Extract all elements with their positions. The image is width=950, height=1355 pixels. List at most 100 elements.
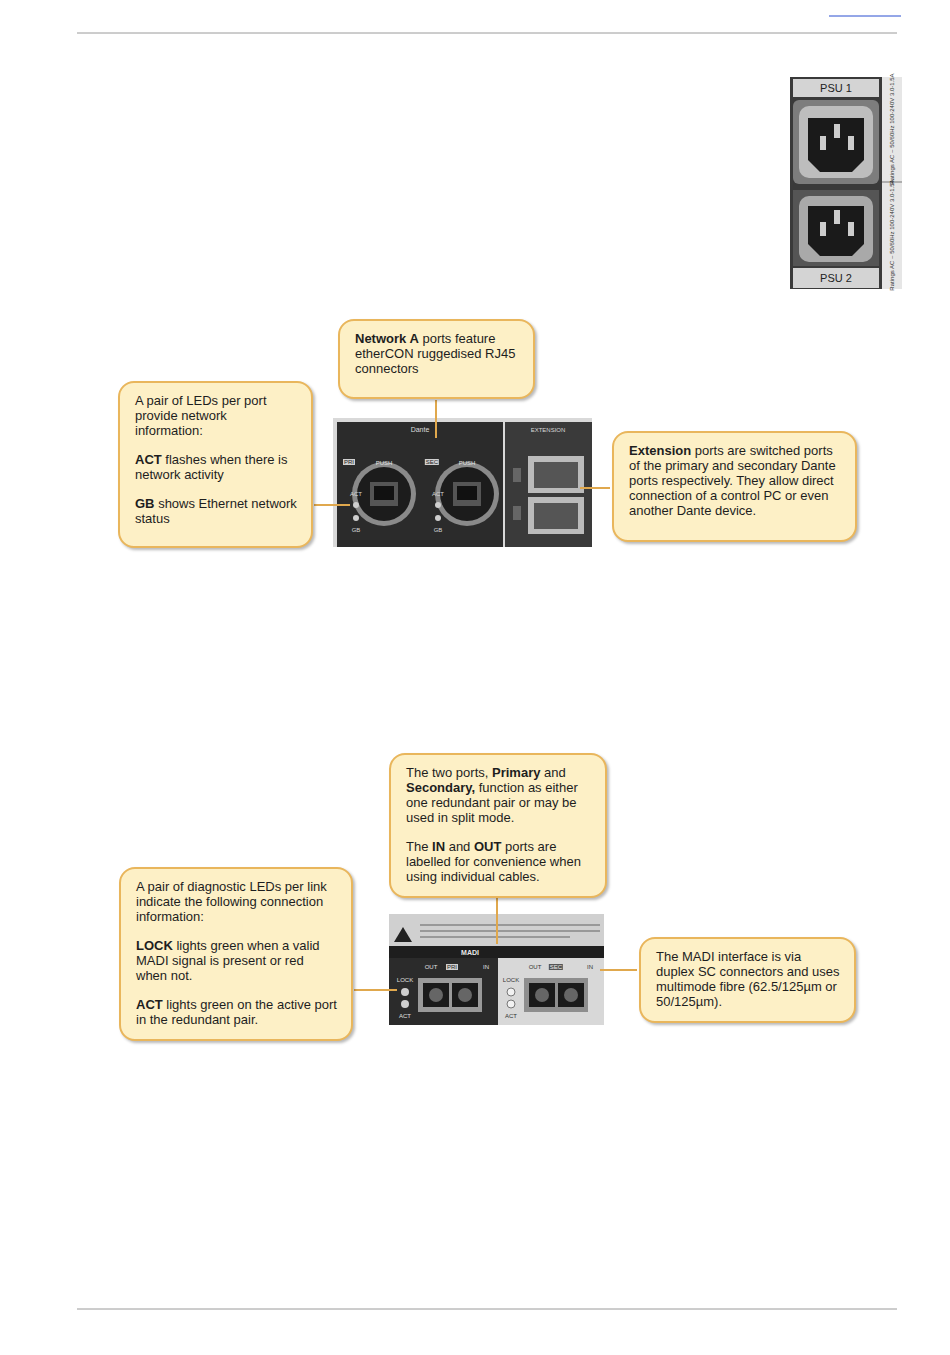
callout-box: Extension ports are switched ports of th… [612, 431, 857, 542]
panel-label: SEC [425, 459, 439, 465]
artwork-part [314, 504, 350, 506]
panel-label: LOCK [397, 977, 413, 983]
artwork-part [829, 16, 901, 17]
artwork-part [534, 462, 578, 488]
callout-keyword: Primary [492, 765, 540, 780]
callout-keyword: IN [432, 839, 445, 854]
rating-label: Ratings AC ~ 50/60Hz 100-240V 3.0-1.5A [889, 73, 895, 184]
artwork-part [77, 33, 897, 34]
panel-label: SEC [549, 964, 563, 970]
callout-box: A pair of LEDs per port provide network … [118, 381, 313, 548]
artwork-part [389, 958, 498, 1025]
artwork-part [458, 988, 472, 1002]
artwork-part [820, 136, 826, 150]
artwork-part [435, 515, 441, 521]
callout-text: A pair of LEDs per port provide network … [135, 393, 267, 438]
callout-paragraph: GB shows Ethernet network status [135, 496, 297, 526]
artwork-part [505, 422, 592, 547]
panel-label: OUT [529, 964, 542, 970]
callout-paragraph: A pair of LEDs per port provide network … [135, 393, 297, 438]
panel-label: GB [352, 527, 361, 533]
artwork-part [793, 190, 879, 266]
callout-paragraph: The IN and OUT ports are labelled for co… [406, 839, 591, 884]
panel-label: Dante [411, 426, 430, 433]
leader-lines [314, 400, 637, 990]
artwork-part [453, 482, 481, 506]
artwork-part [435, 462, 499, 526]
callout-paragraph: Extension ports are switched ports of th… [629, 443, 841, 518]
artwork-part [799, 106, 873, 178]
artwork-part [848, 136, 854, 150]
artwork-part [77, 1309, 897, 1310]
artwork-part [535, 988, 549, 1002]
callout-box: A pair of diagnostic LEDs per link indic… [119, 867, 353, 1041]
callout-paragraph: LOCK lights green when a valid MADI sign… [136, 938, 337, 983]
callout-keyword: Secondary, [406, 780, 475, 795]
artwork-part [513, 506, 521, 520]
callout-paragraph: A pair of diagnostic LEDs per link indic… [136, 879, 337, 924]
artwork-part [389, 946, 604, 958]
artwork-part [564, 988, 578, 1002]
callout-box: Network A ports feature etherCON ruggedi… [338, 319, 535, 399]
dante-photo [333, 418, 592, 547]
artwork-part [513, 468, 521, 482]
artwork-part [354, 989, 397, 991]
panel-label: IN [587, 964, 593, 970]
callout-text: shows Ethernet network status [135, 496, 297, 526]
panel-label: LOCK [503, 977, 519, 983]
artwork-part [418, 978, 482, 1012]
callout-text: A pair of diagnostic LEDs per link indic… [136, 879, 327, 924]
callout-paragraph: The two ports, Primary and Secondary, fu… [406, 765, 591, 825]
artwork-part [558, 983, 584, 1007]
callout-keyword: ACT [135, 452, 162, 467]
artwork-part [507, 1000, 515, 1008]
panel-label: PSU 2 [820, 273, 852, 284]
artwork-part [401, 1000, 409, 1008]
artwork-part [435, 502, 441, 508]
callout-text: lights green on the active port in the r… [136, 997, 337, 1027]
artwork-part [808, 118, 864, 172]
artwork-part [848, 222, 854, 236]
artwork-part [457, 486, 477, 500]
artwork-part [790, 77, 902, 289]
artwork-part [429, 988, 443, 1002]
panel-label: PRI [343, 459, 355, 465]
callout-paragraph: ACT lights green on the active port in t… [136, 997, 337, 1027]
artwork-part [440, 467, 494, 521]
artwork-part [394, 927, 412, 942]
panel-label: ACT [399, 1013, 411, 1019]
artwork-part [834, 124, 840, 138]
artwork-part [793, 100, 879, 184]
panel-label: PUSH [376, 460, 393, 466]
panel-label: PSU 1 [820, 83, 852, 94]
artwork-part [528, 497, 584, 534]
artwork-part [820, 222, 826, 236]
callout-keyword: OUT [474, 839, 501, 854]
artwork-part [808, 206, 864, 256]
callout-text: The MADI interface is via duplex SC conn… [656, 949, 840, 1009]
callout-keyword: LOCK [136, 938, 173, 953]
callout-box: The MADI interface is via duplex SC conn… [639, 937, 856, 1023]
callout-box: The two ports, Primary and Secondary, fu… [389, 753, 607, 898]
callout-paragraph: ACT flashes when there is network activi… [135, 452, 297, 482]
artwork-part [353, 515, 359, 521]
artwork-part [357, 467, 411, 521]
callout-text: and [449, 839, 471, 854]
panel-label: PUSH [459, 460, 476, 466]
artwork-part [452, 983, 478, 1007]
callout-keyword: Extension [629, 443, 691, 458]
artwork-part [498, 958, 604, 1025]
artwork-part [600, 969, 637, 971]
artwork-part [401, 988, 409, 996]
artwork-part [420, 936, 570, 938]
psu-photo [790, 77, 902, 289]
artwork-part [524, 978, 588, 1012]
artwork-part [580, 487, 610, 489]
artwork-part [793, 268, 879, 288]
panel-label: PRI [446, 964, 458, 970]
artwork-part [435, 400, 437, 438]
panel-label: MADI [461, 949, 479, 956]
artwork-part [370, 482, 398, 506]
callout-text: and [544, 765, 566, 780]
